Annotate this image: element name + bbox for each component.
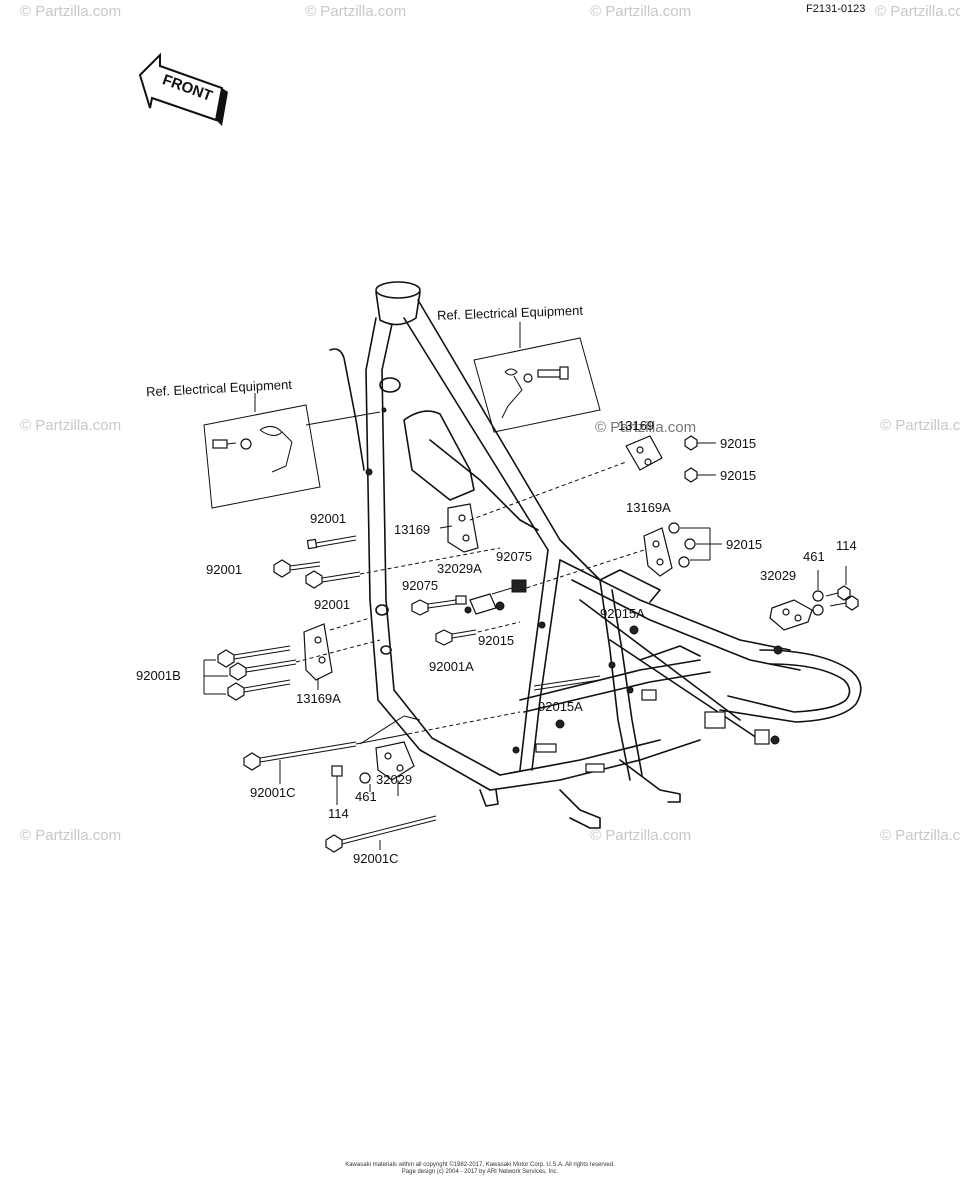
part-label: 32029 (376, 772, 412, 787)
part-label: 32029 (760, 568, 796, 583)
copyright-line: Kawasaki materials within all copyright … (345, 1161, 615, 1168)
part-label: 92015 (720, 436, 756, 451)
part-label: 92001 (310, 511, 346, 526)
watermark: © Partzilla.com (590, 3, 691, 20)
left-mounting-parts (203, 503, 527, 701)
part-label: 92001 (206, 562, 242, 577)
watermark: © Partzilla.com (20, 3, 121, 20)
part-labels: 92001 92001 92001 92001B 13169A 13169 32… (136, 418, 857, 866)
lower-mounting-parts (243, 711, 521, 853)
part-label: 13169A (626, 500, 671, 515)
part-label: 13169 (618, 418, 654, 433)
part-label: 114 (836, 538, 857, 553)
motorcycle-frame (329, 281, 862, 829)
ref-label: Ref. Electrical Equipment (437, 303, 584, 323)
part-label: 13169 (394, 522, 430, 537)
part-label: 92001 (314, 597, 350, 612)
part-label: 461 (803, 549, 825, 564)
copyright-line: Page design (c) 2004 - 2017 by ARI Netwo… (402, 1169, 559, 1175)
part-label: 92015 (720, 468, 756, 483)
watermark: © Partzilla.com (590, 827, 691, 844)
watermarks: © Partzilla.com © Partzilla.com © Partzi… (20, 3, 960, 844)
watermark: © Partzilla.com (595, 419, 696, 436)
part-label: 461 (355, 789, 377, 804)
watermark: © Partzilla.com (20, 417, 121, 434)
part-label: 114 (328, 806, 349, 821)
part-label: 32029A (437, 561, 482, 576)
part-label: 92001A (429, 659, 474, 674)
part-label: 92075 (402, 578, 438, 593)
part-label: 92015 (726, 537, 762, 552)
watermark: © Partzilla.com (305, 3, 406, 20)
watermark: © Partzilla.com (20, 827, 121, 844)
part-label: 92015A (600, 606, 645, 621)
ref-label: Ref. Electrical Equipment (146, 377, 293, 400)
part-label: 92001C (250, 785, 296, 800)
part-label: 92001C (353, 851, 399, 866)
part-label: 92015 (478, 633, 514, 648)
front-arrow-icon: FRONT (138, 52, 228, 126)
part-label: 13169A (296, 691, 341, 706)
part-label: 92015A (538, 699, 583, 714)
ref-electrical-box-right: Ref. Electrical Equipment (437, 303, 601, 433)
right-mounting-parts (469, 435, 859, 729)
part-label: 92001B (136, 668, 181, 683)
part-label: 92075 (496, 549, 532, 564)
diagram-code: F2131-0123 (806, 3, 865, 15)
ref-electrical-box-left: Ref. Electrical Equipment (146, 377, 381, 509)
watermark: © Partzilla.com (880, 827, 960, 844)
watermark: © Partzilla.com (880, 417, 960, 434)
watermark: © Partzilla.com (875, 3, 960, 20)
